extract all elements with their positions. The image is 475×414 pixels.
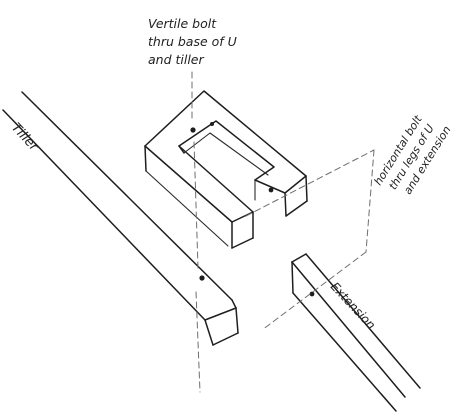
u-right-end-bottom [285,200,308,217]
extension-label: Extension [328,279,378,332]
u-right-end-front [284,192,287,217]
extension-end-top [291,253,307,263]
tiller-end-front [204,319,214,346]
u-bracket [144,90,308,249]
horizontal-bolt-lower-guide [261,251,367,331]
u-left-leg-inner [178,145,254,213]
u-left-leg-top [144,145,233,223]
extension-far-edge [305,253,421,389]
u-left-end-bottom [231,237,254,249]
u-left-leg-bottom [145,170,229,247]
horizontal-bolt-callout-drop [365,149,375,253]
u-outer-top [144,90,307,194]
horizontal-bolt-guide [245,149,375,217]
vertical-bolt-note: Vertile bolt thru base of U and tiller [148,16,237,67]
u-right-leg-top [254,179,286,194]
u-base-bolt-hole [190,127,196,133]
u-left-leg-outer-front [144,145,147,172]
tiller-far-edge [21,91,233,301]
u-base-bolt-hole-inner [210,122,214,126]
tiller-end-bottom [212,332,239,346]
vertical-bolt-note-line-3: and tiller [148,52,205,67]
tiller-end-side [235,307,239,334]
tiller-end-top [231,299,237,309]
horizontal-bolt-note: horizontal bolt thru legs of U and exten… [372,113,454,197]
extension-bottom-edge [292,292,397,412]
extension-end-front [291,261,294,294]
tiller-bolt-hole [199,275,205,281]
extension-bar [291,253,421,412]
tiller-bar [2,91,239,346]
u-right-end-side [305,175,308,202]
u-inner-slot-bottom [183,132,269,176]
vertical-bolt-lower-guide [193,141,199,269]
vertical-bolt-bottom-guide [195,291,201,393]
guide-lines [191,71,375,393]
tiller-label: Tiller [8,120,42,155]
extension-bolt-hole [309,291,315,297]
vertical-bolt-note-line-1: Vertile bolt [148,16,217,31]
u-leg-bolt-hole [268,187,274,193]
vertical-bolt-note-line-2: thru base of U [148,34,237,49]
extension-top-edge [291,261,406,398]
u-inner-slot [178,120,275,181]
